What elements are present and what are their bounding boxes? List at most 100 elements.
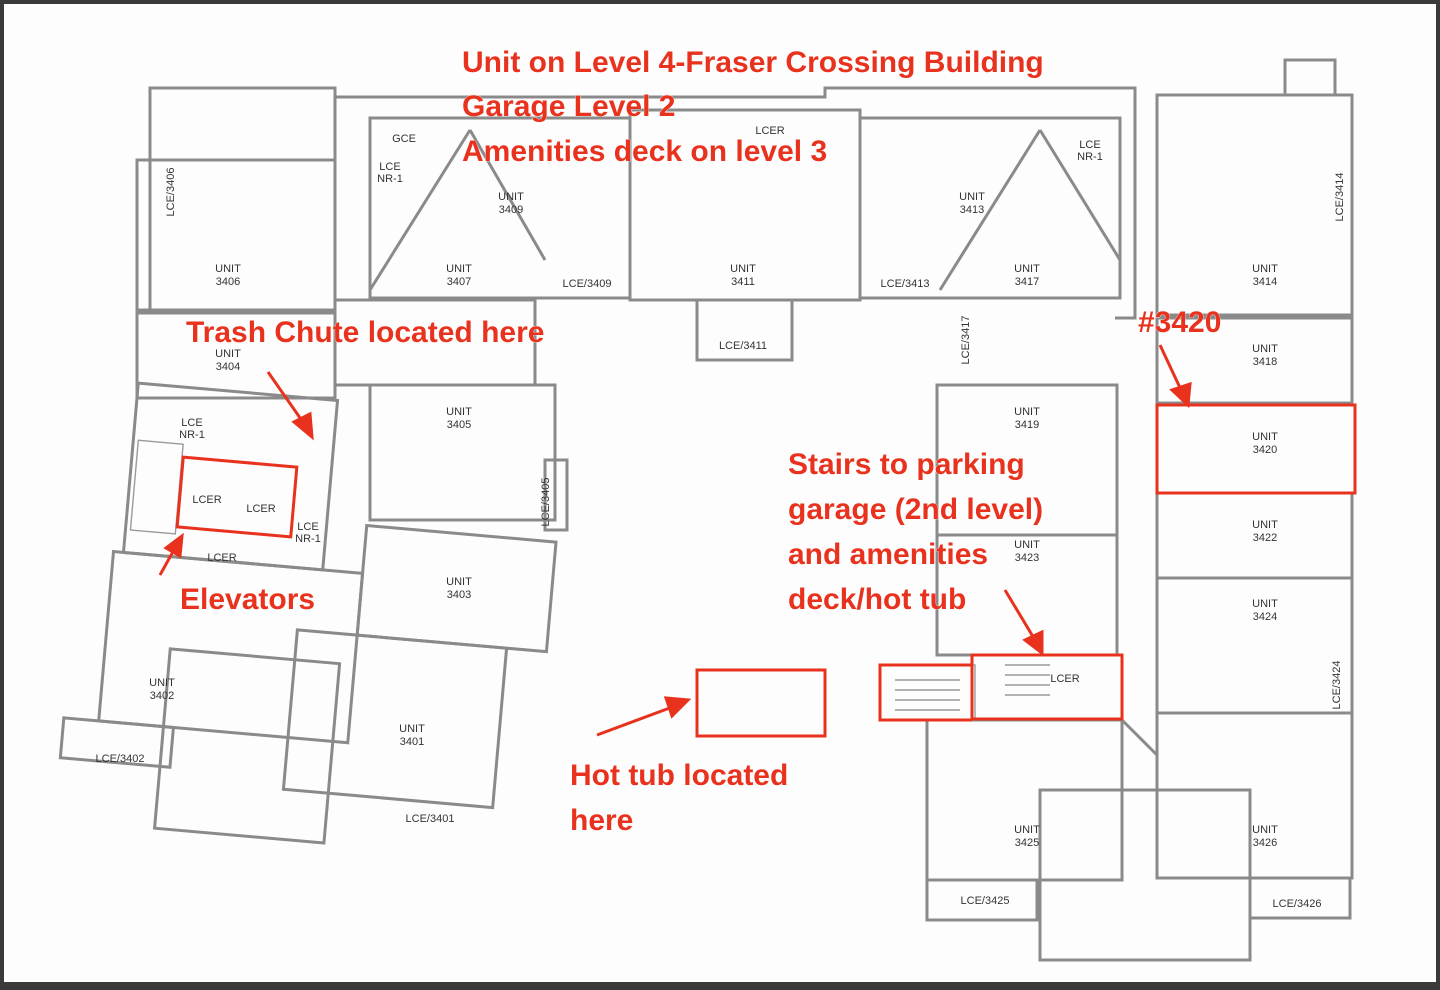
- label-nr1: NR-1: [179, 429, 205, 441]
- label-lce-3401: LCE/3401: [406, 813, 455, 825]
- unit-word: UNIT: [1252, 431, 1278, 443]
- unit-number: 3422: [1253, 532, 1277, 544]
- unit-word: UNIT: [399, 723, 425, 735]
- label-lcer: LCER: [246, 503, 275, 515]
- title-line-1: Unit on Level 4-Fraser Crossing Building: [462, 46, 1044, 79]
- unit-labels: UNIT3406UNIT3404UNIT3407UNIT3409UNIT3411…: [149, 191, 1278, 849]
- label-nr1: NR-1: [295, 533, 321, 545]
- label-lcer: LCER: [207, 552, 236, 564]
- unit-word: UNIT: [446, 263, 472, 275]
- label-lce-3425: LCE/3425: [961, 895, 1010, 907]
- label-lce-3426: LCE/3426: [1273, 898, 1322, 910]
- stairs-extension-highlight: [878, 663, 972, 722]
- unit-word: UNIT: [1252, 263, 1278, 275]
- annotations: Unit on Level 4-Fraser Crossing Building…: [180, 46, 1222, 838]
- unit-number: 3425: [1015, 837, 1039, 849]
- unit-number: 3419: [1015, 419, 1039, 431]
- hot-tub-location-box: [695, 668, 827, 738]
- arrow-icon-elevators: [158, 532, 184, 576]
- arrow-icon-3420: [1158, 344, 1192, 409]
- floor-plan: UNIT3406UNIT3404UNIT3407UNIT3409UNIT3411…: [58, 46, 1357, 962]
- elevators-label: Elevators: [180, 583, 315, 616]
- unit-number: 3409: [499, 204, 523, 216]
- unit-number: 3424: [1253, 611, 1277, 623]
- unit-number: 3414: [1253, 276, 1277, 288]
- label-lcer: LCER: [1050, 673, 1079, 685]
- elevators-highlight: [175, 455, 299, 539]
- label-gce: GCE: [392, 133, 416, 145]
- label-lce-3411: LCE/3411: [719, 340, 767, 352]
- unit-word: UNIT: [1014, 824, 1040, 836]
- label-lcer: LCER: [192, 494, 221, 506]
- label-lce: LCE: [297, 521, 318, 533]
- unit-word: UNIT: [1014, 406, 1040, 418]
- unit-number: 3402: [150, 690, 174, 702]
- unit-number: 3401: [400, 736, 424, 748]
- stairs-label-line-1: Stairs to parking: [788, 448, 1025, 481]
- unit-word: UNIT: [1014, 539, 1040, 551]
- unit-number: 3411: [731, 276, 755, 288]
- unit-3420-highlight: [1155, 403, 1357, 495]
- arrow-icon-trash-chute: [266, 371, 314, 441]
- unit-word: UNIT: [1252, 519, 1278, 531]
- unit-number: 3404: [216, 361, 240, 373]
- unit-word: UNIT: [215, 348, 241, 360]
- unit-3420-marker: #3420: [1138, 306, 1221, 339]
- unit-word: UNIT: [1252, 343, 1278, 355]
- label-lcer: LCER: [755, 125, 784, 137]
- arrow-icon-hot-tub: [596, 696, 692, 737]
- unit-number: 3420: [1253, 444, 1277, 456]
- unit-word: UNIT: [149, 677, 175, 689]
- unit-number: 3407: [447, 276, 471, 288]
- label-lce-3424: LCE/3424: [1331, 661, 1343, 710]
- label-nr1: NR-1: [1077, 151, 1103, 163]
- unit-word: UNIT: [498, 191, 524, 203]
- unit-word: UNIT: [959, 191, 985, 203]
- label-lce-3409: LCE/3409: [563, 278, 612, 290]
- unit-number: 3403: [447, 589, 471, 601]
- label-lce-3413: LCE/3413: [881, 278, 930, 290]
- hot-tub-label-line-1: Hot tub located: [570, 759, 788, 792]
- label-lce-3406: LCE/3406: [165, 168, 177, 217]
- unit-number: 3423: [1015, 552, 1039, 564]
- stairs-label-line-3: and amenities: [788, 538, 988, 571]
- unit-number: 3406: [216, 276, 240, 288]
- unit-word: UNIT: [730, 263, 756, 275]
- label-lce-3417: LCE/3417: [960, 316, 972, 365]
- stairs-label-line-4: deck/hot tub: [788, 583, 966, 616]
- arrow-icon-stairs: [1003, 589, 1044, 657]
- title-line-2: Garage Level 2: [462, 90, 675, 123]
- stairs-highlight: [970, 653, 1124, 721]
- unit-number: 3413: [960, 204, 984, 216]
- unit-word: UNIT: [1252, 598, 1278, 610]
- unit-word: UNIT: [446, 576, 472, 588]
- unit-number: 3418: [1253, 356, 1277, 368]
- unit-number: 3426: [1253, 837, 1277, 849]
- label-lce-3405: LCE/3405: [540, 478, 552, 527]
- trash-chute-label: Trash Chute located here: [186, 316, 544, 349]
- label-lce-3402: LCE/3402: [96, 753, 145, 765]
- annotation-arrows: [158, 344, 1192, 737]
- label-lce: LCE: [181, 417, 202, 429]
- unit-word: UNIT: [215, 263, 241, 275]
